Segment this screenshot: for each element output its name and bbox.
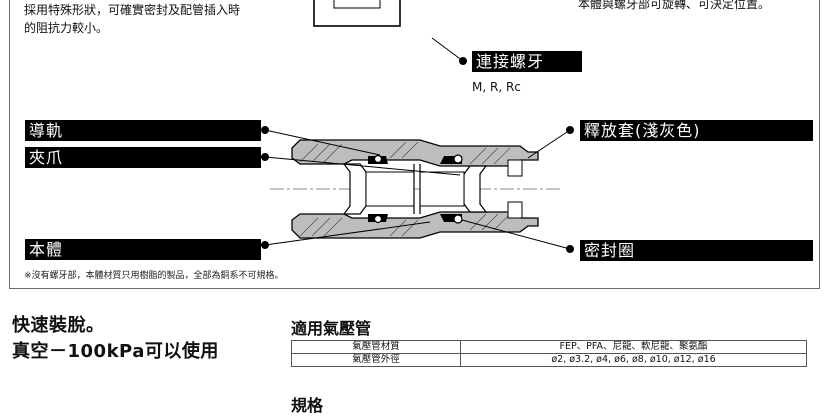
table-row: 氣壓管外徑 ø2, ø3.2, ø4, ø6, ø8, ø10, ø12, ø1…	[291, 353, 807, 367]
footnote: ※沒有螺牙部，本體材質只用樹脂的製品，全部為銅系不可規格。	[24, 271, 284, 281]
leader-body	[261, 221, 431, 249]
release-sleeve-label: 釋放套(淺灰色)	[580, 120, 813, 141]
tube-section-title: 適用氣壓管	[291, 319, 372, 338]
claw-label: 夾爪	[25, 147, 261, 168]
tube-material-value: FEP、PFA、尼龍、軟尼龍、聚氨酯	[460, 340, 807, 354]
tube-material-header: 氣壓管材質	[291, 340, 461, 354]
tube-diameter-value: ø2, ø3.2, ø4, ø6, ø8, ø10, ø12, ø16	[460, 353, 807, 367]
rotation-description: 本體與螺牙部可旋轉、可決定位置。	[578, 0, 771, 11]
thread-label: 連接螺牙	[472, 51, 582, 72]
feature-line-2: 真空－100kPa可以使用	[12, 341, 219, 362]
body-label: 本體	[25, 239, 261, 260]
table-row: 氣壓管材質 FEP、PFA、尼龍、軟尼龍、聚氨酯	[291, 340, 807, 354]
feature-highlights: 快速裝脫。 真空－100kPa可以使用	[12, 313, 219, 365]
seal-label: 密封圈	[580, 240, 813, 261]
thread-stub	[313, 0, 401, 27]
thread-types: M, R, Rc	[472, 80, 521, 94]
tube-table: 氣壓管材質 FEP、PFA、尼龍、軟尼龍、聚氨酯 氣壓管外徑 ø2, ø3.2,…	[291, 340, 807, 367]
description-line-1: 採用特殊形狀，可確實密封及配管插入時	[24, 3, 241, 17]
feature-line-1: 快速裝脫。	[12, 315, 105, 336]
fitting-body	[270, 139, 560, 239]
spec-section-title: 規格	[291, 396, 324, 415]
leader-seal	[461, 219, 574, 253]
leader-release-sleeve	[527, 126, 574, 159]
leader-claw	[261, 153, 461, 176]
feature-description: 採用特殊形狀，可確實密封及配管插入時 的阻抗力較小。	[24, 1, 240, 37]
thread-leader	[431, 37, 467, 65]
guide-label: 導軌	[25, 120, 261, 141]
leader-guide	[261, 126, 381, 156]
description-line-2: 的阻抗力較小。	[24, 21, 109, 35]
diagram-frame	[9, 0, 820, 289]
tube-diameter-header: 氣壓管外徑	[291, 353, 461, 367]
